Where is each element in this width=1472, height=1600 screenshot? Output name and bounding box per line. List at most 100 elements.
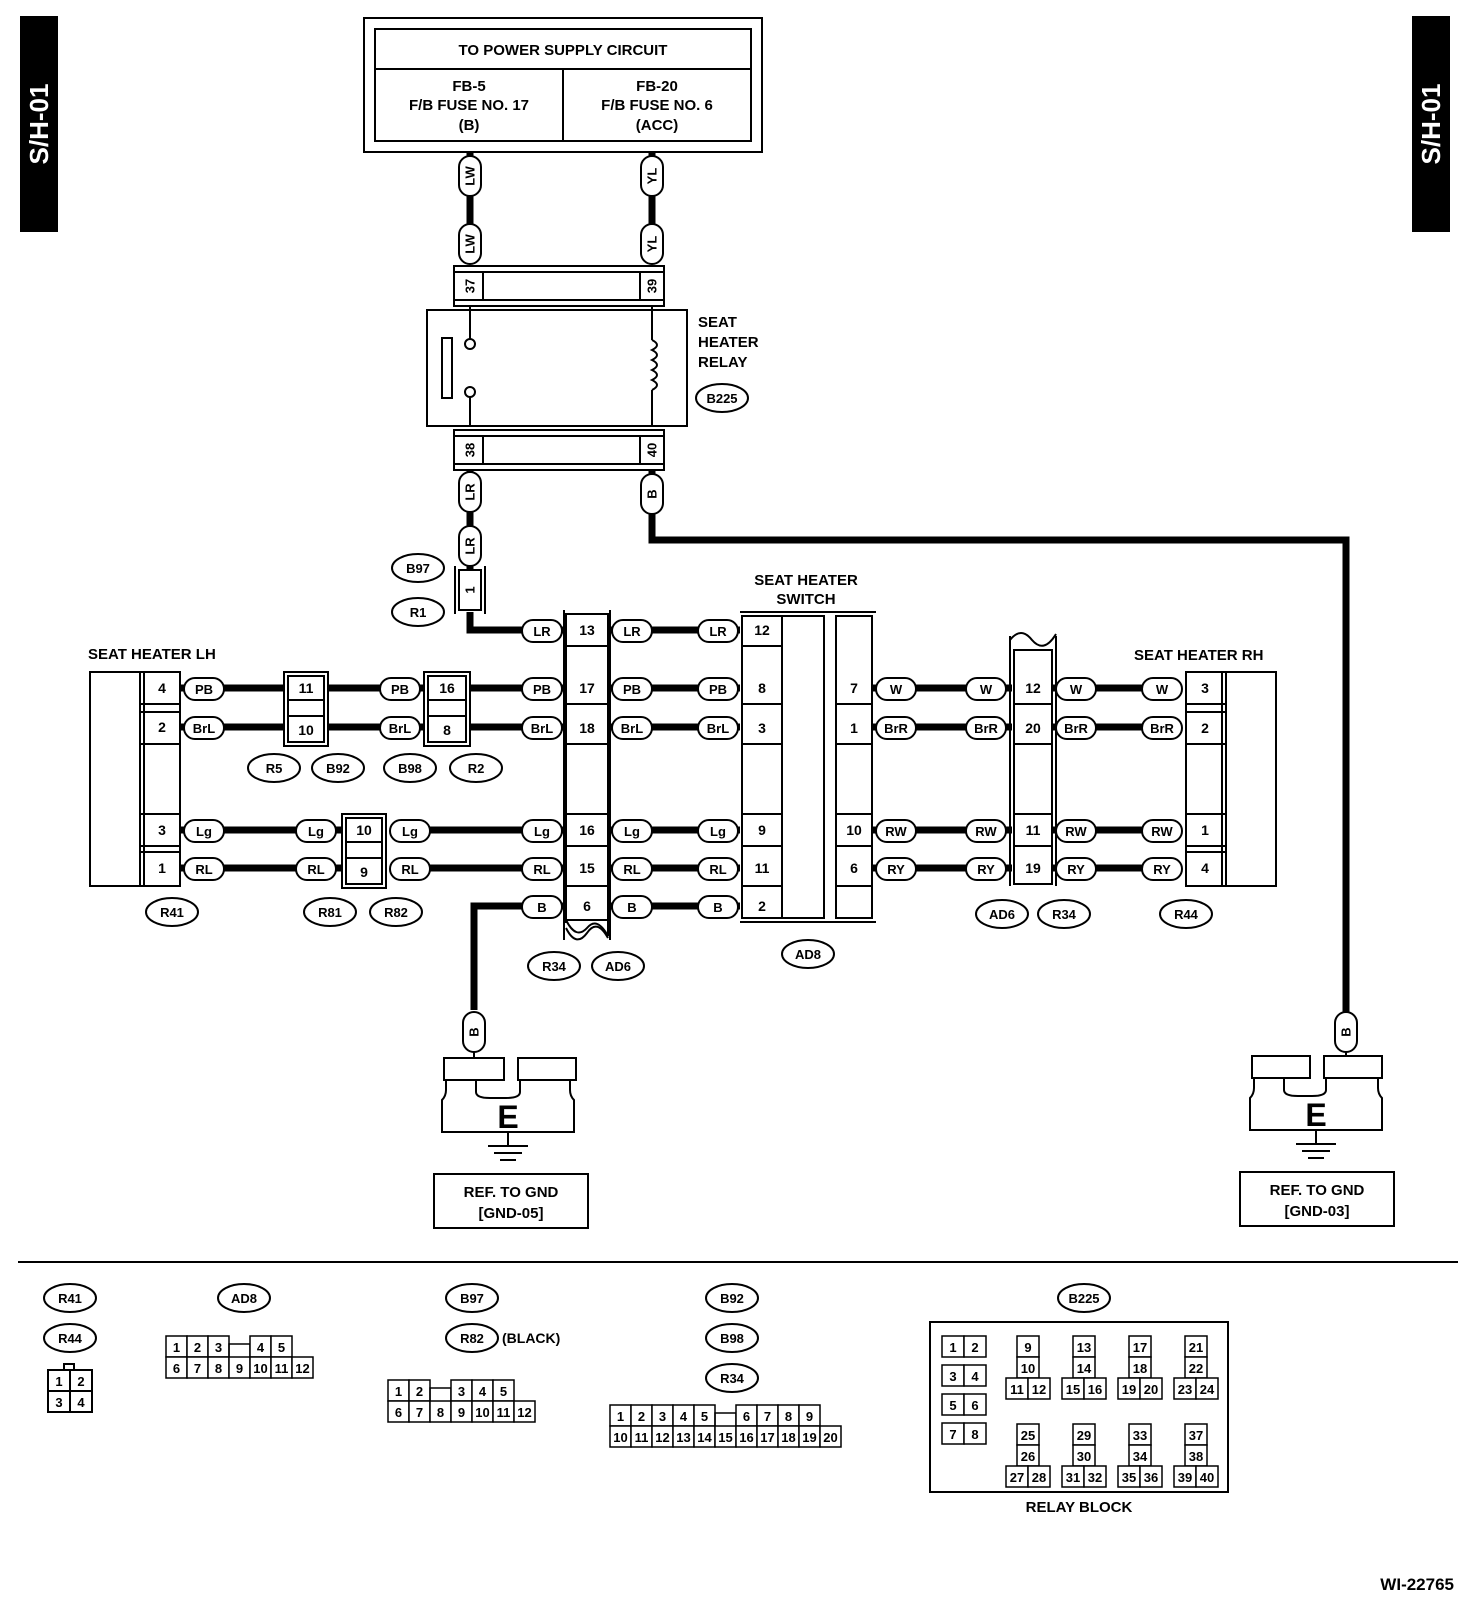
pin-number: 15 [1066, 1382, 1080, 1397]
svg-text:B98: B98 [720, 1331, 744, 1346]
pin-number: 17 [1133, 1340, 1147, 1355]
svg-text:B: B [645, 489, 660, 498]
pin-number: 23 [1178, 1382, 1192, 1397]
pin-number: 10 [613, 1430, 627, 1445]
svg-text:RW: RW [1151, 824, 1173, 839]
svg-text:LR: LR [533, 624, 551, 639]
svg-text:3: 3 [1201, 680, 1209, 696]
svg-text:R81: R81 [318, 905, 342, 920]
svg-text:RW: RW [1065, 824, 1087, 839]
svg-text:B: B [713, 900, 722, 915]
pin-number: 33 [1133, 1428, 1147, 1443]
svg-text:BrR: BrR [1064, 721, 1088, 736]
svg-text:RL: RL [533, 862, 550, 877]
pin-number: 16 [739, 1430, 753, 1445]
svg-text:Lg: Lg [196, 824, 212, 839]
svg-text:W: W [890, 682, 903, 697]
pin-number: 9 [806, 1409, 813, 1424]
seat-heater-switch: SEAT HEATER SWITCH 12 8 3 9 11 2 7 1 10 … [740, 572, 876, 969]
svg-text:[GND-05]: [GND-05] [478, 1205, 543, 1222]
svg-text:Lg: Lg [402, 824, 418, 839]
pin-number: 12 [517, 1405, 531, 1420]
svg-text:SEAT HEATER RH: SEAT HEATER RH [1134, 647, 1263, 664]
svg-text:YL: YL [645, 236, 660, 253]
pin-number: 37 [1189, 1428, 1203, 1443]
pin-number: 5 [701, 1409, 708, 1424]
svg-text:PB: PB [533, 682, 551, 697]
seat-heater-relay: 37 39 38 40 SEAT HEATER RELAY B225 [426, 265, 759, 471]
seat-heater-lh: SEAT HEATER LH 4 2 3 1 R41 [88, 646, 216, 927]
svg-text:FB-5: FB-5 [452, 78, 485, 95]
pin-number: 18 [781, 1430, 795, 1445]
pin-number: 4 [971, 1369, 979, 1384]
svg-text:20: 20 [1025, 720, 1041, 736]
svg-text:18: 18 [579, 720, 595, 736]
svg-text:W: W [1156, 682, 1169, 697]
svg-text:E: E [1305, 1097, 1326, 1133]
svg-text:HEATER: HEATER [698, 334, 759, 351]
svg-text:R34: R34 [542, 959, 567, 974]
pin-number: 39 [1178, 1470, 1192, 1485]
svg-text:PB: PB [709, 682, 727, 697]
pin-number: 3 [458, 1384, 465, 1399]
svg-text:PB: PB [391, 682, 409, 697]
pin-number: 22 [1189, 1361, 1203, 1376]
pin-number: 38 [1189, 1449, 1203, 1464]
svg-text:10: 10 [356, 822, 372, 838]
svg-text:4: 4 [1201, 860, 1209, 876]
wire-color-label: W BrR RW RY W BrR RW RY [1055, 677, 1183, 881]
svg-text:2: 2 [158, 719, 166, 735]
pin-number: 7 [194, 1361, 201, 1376]
pin-number: 11 [635, 1430, 649, 1445]
svg-text:Lg: Lg [308, 824, 324, 839]
pin-number: 13 [1077, 1340, 1091, 1355]
relay-block-label: RELAY BLOCK [1026, 1499, 1133, 1516]
svg-text:16: 16 [439, 680, 455, 696]
svg-text:13: 13 [579, 622, 595, 638]
wire-color-label: PB BrL Lg RL [183, 677, 225, 881]
svg-text:Lg: Lg [710, 824, 726, 839]
pin-number: 4 [680, 1409, 688, 1424]
ground-left: B E REF. TO GND [GND-05] [433, 1011, 589, 1229]
svg-text:BrL: BrL [531, 721, 553, 736]
svg-text:Lg: Lg [624, 824, 640, 839]
pin-number: 7 [949, 1427, 956, 1442]
svg-text:16: 16 [579, 822, 595, 838]
svg-text:RL: RL [709, 862, 726, 877]
pin-number: 8 [971, 1427, 978, 1442]
svg-text:1: 1 [1201, 822, 1209, 838]
svg-text:RL: RL [307, 862, 324, 877]
svg-text:RY: RY [1067, 862, 1085, 877]
pin-number: 11 [1010, 1382, 1024, 1397]
pin-number: 16 [1088, 1382, 1102, 1397]
svg-text:RL: RL [401, 862, 418, 877]
pin-number: 4 [479, 1384, 487, 1399]
svg-text:LW: LW [463, 234, 478, 254]
pin-number: 19 [802, 1430, 816, 1445]
svg-text:RL: RL [623, 862, 640, 877]
pin-number: 20 [1144, 1382, 1158, 1397]
black-note: (BLACK) [502, 1330, 560, 1346]
svg-text:15: 15 [579, 860, 595, 876]
connector-b97-r1: 1 B97 R1 [391, 553, 486, 627]
pin-number: 9 [1024, 1340, 1031, 1355]
pin-number: 8 [215, 1361, 222, 1376]
svg-text:R2: R2 [468, 761, 485, 776]
svg-text:BrR: BrR [1150, 721, 1174, 736]
pin-number: 6 [971, 1398, 978, 1413]
pin-number: 1 [949, 1340, 956, 1355]
pin-number: 15 [718, 1430, 732, 1445]
pin-number: 6 [173, 1361, 180, 1376]
svg-text:FB-20: FB-20 [636, 78, 678, 95]
svg-text:10: 10 [846, 822, 862, 838]
svg-text:8: 8 [758, 680, 766, 696]
relay-label: SEAT [698, 314, 737, 331]
svg-text:B92: B92 [720, 1291, 744, 1306]
svg-text:PB: PB [623, 682, 641, 697]
pin-number: 12 [1032, 1382, 1046, 1397]
svg-text:10: 10 [298, 722, 314, 738]
svg-text:1: 1 [55, 1374, 62, 1389]
svg-text:F/B FUSE NO. 17: F/B FUSE NO. 17 [409, 97, 529, 114]
pin-number: 25 [1021, 1428, 1035, 1443]
